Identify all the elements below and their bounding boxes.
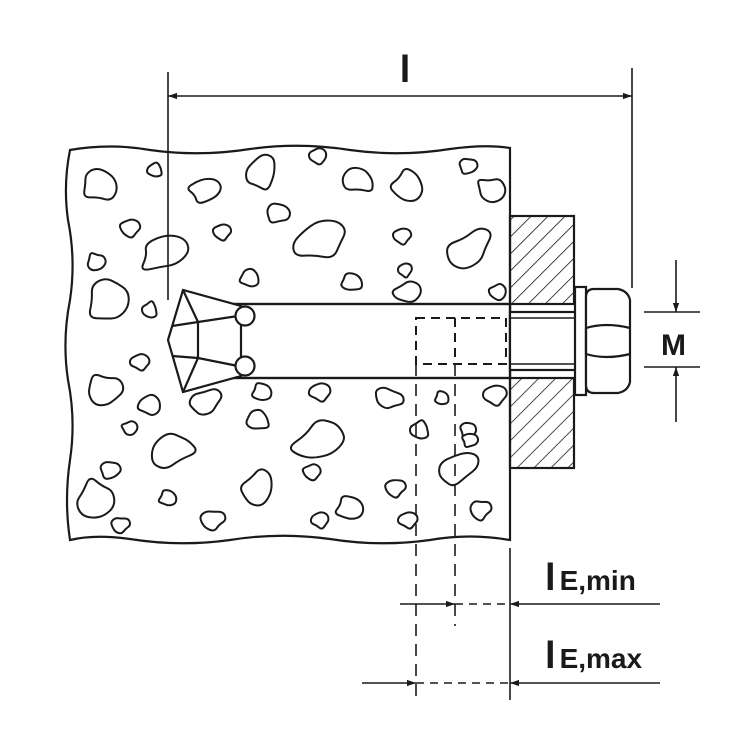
aggregate-stone xyxy=(187,177,222,204)
embed-min-l: l xyxy=(545,557,556,599)
aggregate-stone xyxy=(434,390,450,406)
aggregate-stone xyxy=(251,382,273,401)
aggregate-stone xyxy=(309,511,330,530)
aggregate-stone xyxy=(157,489,178,507)
embed-max-subscript: E,max xyxy=(560,643,643,674)
aggregate-stone xyxy=(266,202,291,224)
aggregate-stone xyxy=(118,218,142,239)
aggregate-stone xyxy=(86,252,107,272)
aggregate-stone xyxy=(446,227,492,270)
aggregate-stone xyxy=(76,477,116,519)
dimension-length xyxy=(167,68,633,300)
hex-nut xyxy=(584,287,632,395)
aggregate-stone xyxy=(469,500,493,522)
aggregate-stone xyxy=(289,419,345,459)
aggregate-stone xyxy=(396,511,419,530)
aggregate-stone xyxy=(384,479,407,499)
aggregate-stone xyxy=(408,419,430,440)
washer xyxy=(573,285,588,397)
embed-max-l: l xyxy=(545,635,556,677)
aggregate-stone xyxy=(307,147,328,166)
aggregate-stone xyxy=(140,300,158,319)
fixture-plate xyxy=(508,214,576,470)
aggregate-stone xyxy=(292,219,346,259)
embed-min-subscript: E,min xyxy=(560,565,636,596)
aggregate-stone xyxy=(245,153,276,191)
aggregate-stone xyxy=(374,386,405,410)
aggregate-stone xyxy=(389,168,424,202)
aggregate-stone xyxy=(88,373,125,407)
aggregate-stone xyxy=(240,468,273,507)
aggregate-stone xyxy=(482,384,508,407)
threaded-rod xyxy=(415,310,578,372)
aggregate-stone xyxy=(128,353,151,372)
aggregate-stone xyxy=(396,262,413,279)
aggregate-stone xyxy=(110,517,132,535)
aggregate-stone xyxy=(99,461,122,480)
aggregate-stone xyxy=(211,223,233,242)
aggregate-stone xyxy=(341,166,374,192)
aggregate-stone xyxy=(245,408,270,430)
aggregate-stone xyxy=(391,280,422,303)
aggregate-stone xyxy=(458,157,479,175)
aggregate-stone xyxy=(461,432,480,448)
aggregate-stone xyxy=(88,278,130,320)
length-label: l xyxy=(400,49,411,91)
aggregate-stone xyxy=(238,267,260,288)
aggregate-stone xyxy=(141,234,190,271)
aggregate-stone xyxy=(136,393,161,416)
dimension-thread xyxy=(644,260,700,422)
aggregate-stone xyxy=(301,463,322,482)
aggregate-stone xyxy=(120,420,139,436)
aggregate-stone xyxy=(146,161,163,178)
aggregate-stone xyxy=(477,178,507,204)
aggregate-stone xyxy=(150,432,197,469)
aggregate-stone xyxy=(188,388,223,416)
thread-label: M xyxy=(661,329,686,362)
aggregate-stone xyxy=(438,451,480,487)
aggregate-stone xyxy=(487,282,507,302)
aggregate-stone xyxy=(199,510,227,532)
aggregate-stone xyxy=(83,167,118,201)
aggregate-stone xyxy=(307,382,332,403)
aggregate-stone xyxy=(334,495,365,520)
aggregate-stone xyxy=(392,227,413,246)
embedment-extension-lines xyxy=(415,364,456,700)
concrete-aggregate xyxy=(76,147,508,535)
expansion-cone xyxy=(166,288,256,394)
aggregate-stone xyxy=(340,272,364,291)
